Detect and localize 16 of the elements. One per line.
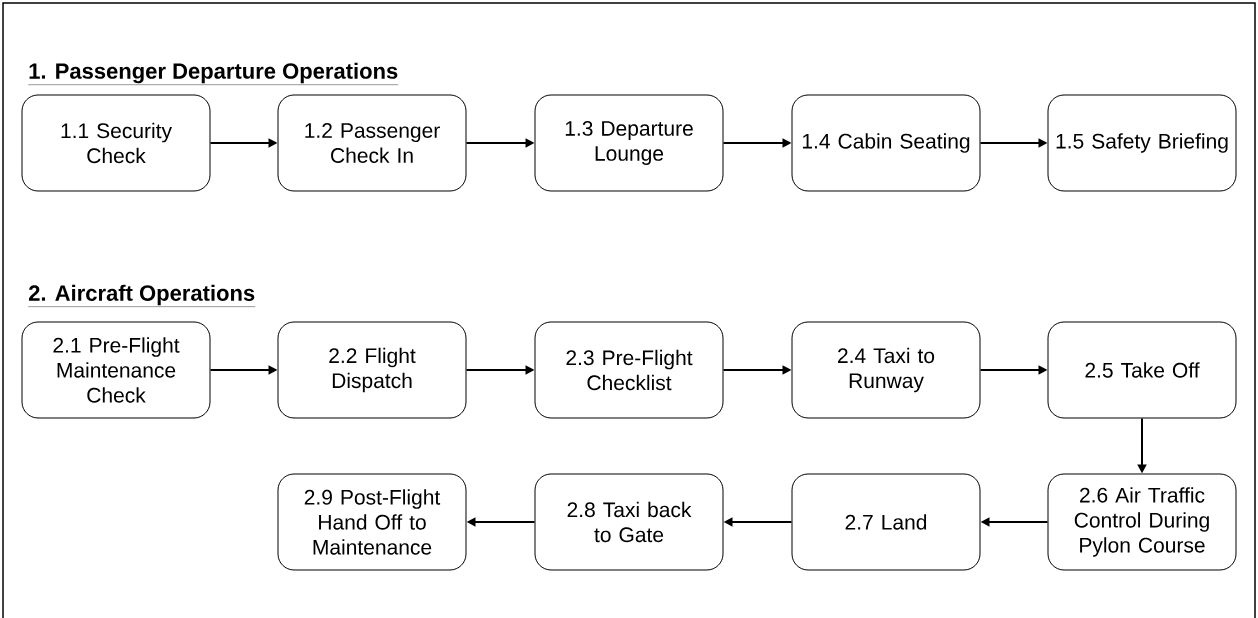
process-box: 2.2 Flight Dispatch	[277, 321, 467, 419]
process-box: 2.5 Take Off	[1047, 321, 1237, 419]
process-box: 2.4 Taxi to Runway	[791, 321, 981, 419]
process-box: 2.6 Air Traffic Control During Pylon Course	[1047, 473, 1237, 571]
process-box: 1.4 Cabin Seating	[791, 94, 981, 192]
process-box: 1.3 Departure Lounge	[534, 94, 724, 192]
process-box: 2.1 Pre-Flight Maintenance Check	[21, 321, 211, 419]
process-box: 2.8 Taxi back to Gate	[534, 473, 724, 571]
process-box: 2.3 Pre-Flight Checklist	[534, 321, 724, 419]
process-box: 2.9 Post-Flight Hand Off to Maintenance	[277, 473, 467, 571]
section-heading: 1. Passenger Departure Operations	[28, 62, 399, 85]
section-heading: 2. Aircraft Operations	[28, 284, 256, 307]
process-box: 1.2 Passenger Check In	[277, 94, 467, 192]
process-box: 2.7 Land	[791, 473, 981, 571]
process-box: 1.1 Security Check	[21, 94, 211, 192]
process-box: 1.5 Safety Briefing	[1047, 94, 1237, 192]
